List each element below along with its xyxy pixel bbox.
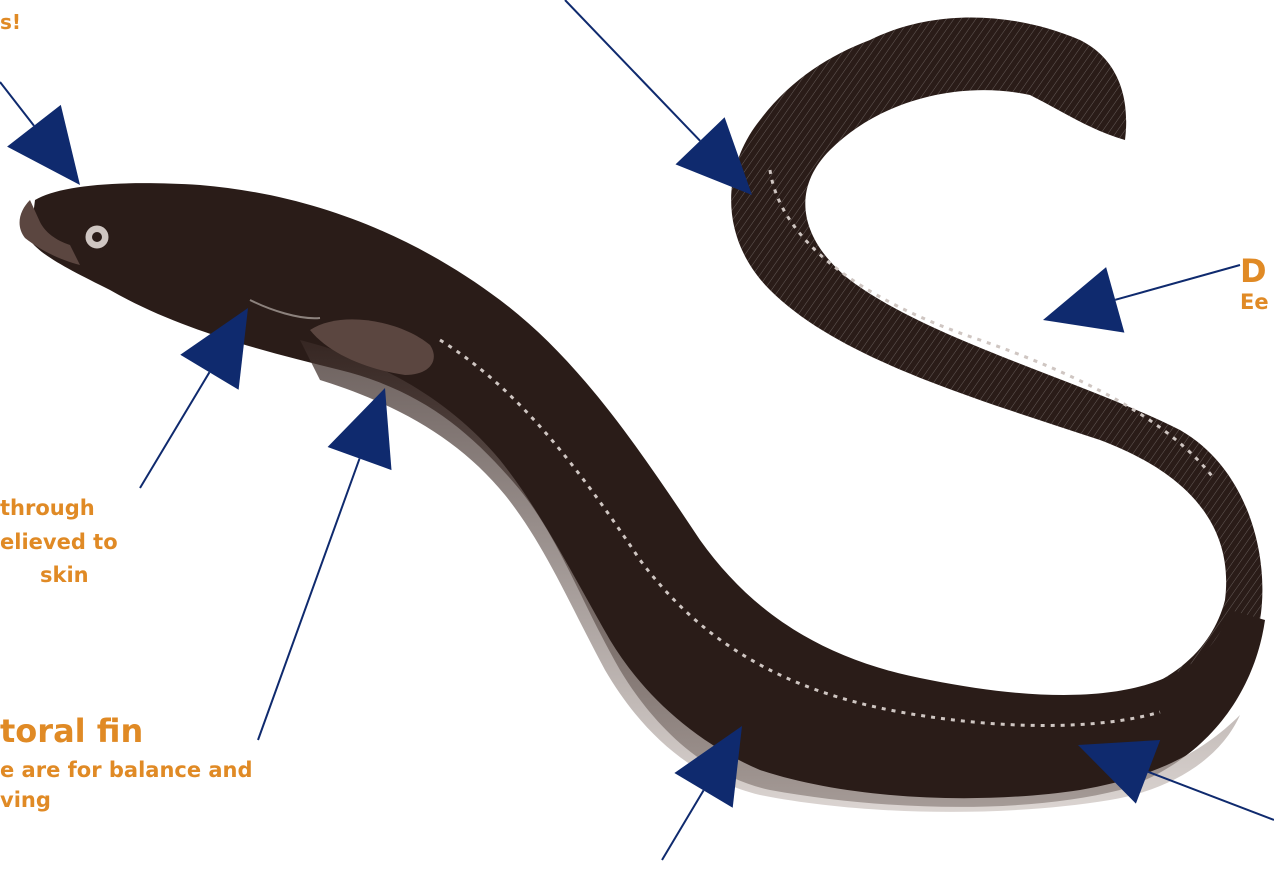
dorsal-fin-title: D [1240, 252, 1269, 290]
skin-label-line-3: skin [0, 559, 118, 593]
pectoral-fin-label: toral fin e are for balance and ving [0, 712, 253, 812]
pectoral-fin-line-1: e are for balance and [0, 758, 253, 782]
pointer-anal-fin-line [1148, 772, 1274, 820]
pectoral-fin-line-2: ving [0, 788, 253, 812]
pointer-lateral-upper-line [565, 0, 700, 141]
pointer-dorsal-fin-arrowhead [1043, 267, 1124, 333]
pointer-belly-line [662, 790, 704, 860]
dorsal-fin-label: D Ee [1240, 252, 1269, 314]
pointer-mouth-arrowhead [7, 105, 80, 185]
pointer-skin-line [140, 372, 209, 488]
mouth-label: s! [0, 10, 21, 34]
eel-pupil [92, 232, 102, 242]
eel-tail-hatching [731, 18, 1262, 722]
mouth-label-text: s! [0, 10, 21, 34]
pectoral-fin-title: toral fin [0, 712, 253, 750]
skin-breathing-label: through elieved to skin [0, 492, 118, 593]
skin-label-line-2: elieved to [0, 526, 118, 560]
skin-label-line-1: through [0, 492, 118, 526]
dorsal-fin-line-1: Ee [1240, 290, 1269, 314]
pointer-mouth-line [0, 82, 34, 126]
pointer-dorsal-fin-line [1115, 265, 1240, 300]
pointer-pectoral-fin-arrowhead [328, 388, 392, 470]
pointer-pectoral-fin-line [258, 459, 360, 740]
